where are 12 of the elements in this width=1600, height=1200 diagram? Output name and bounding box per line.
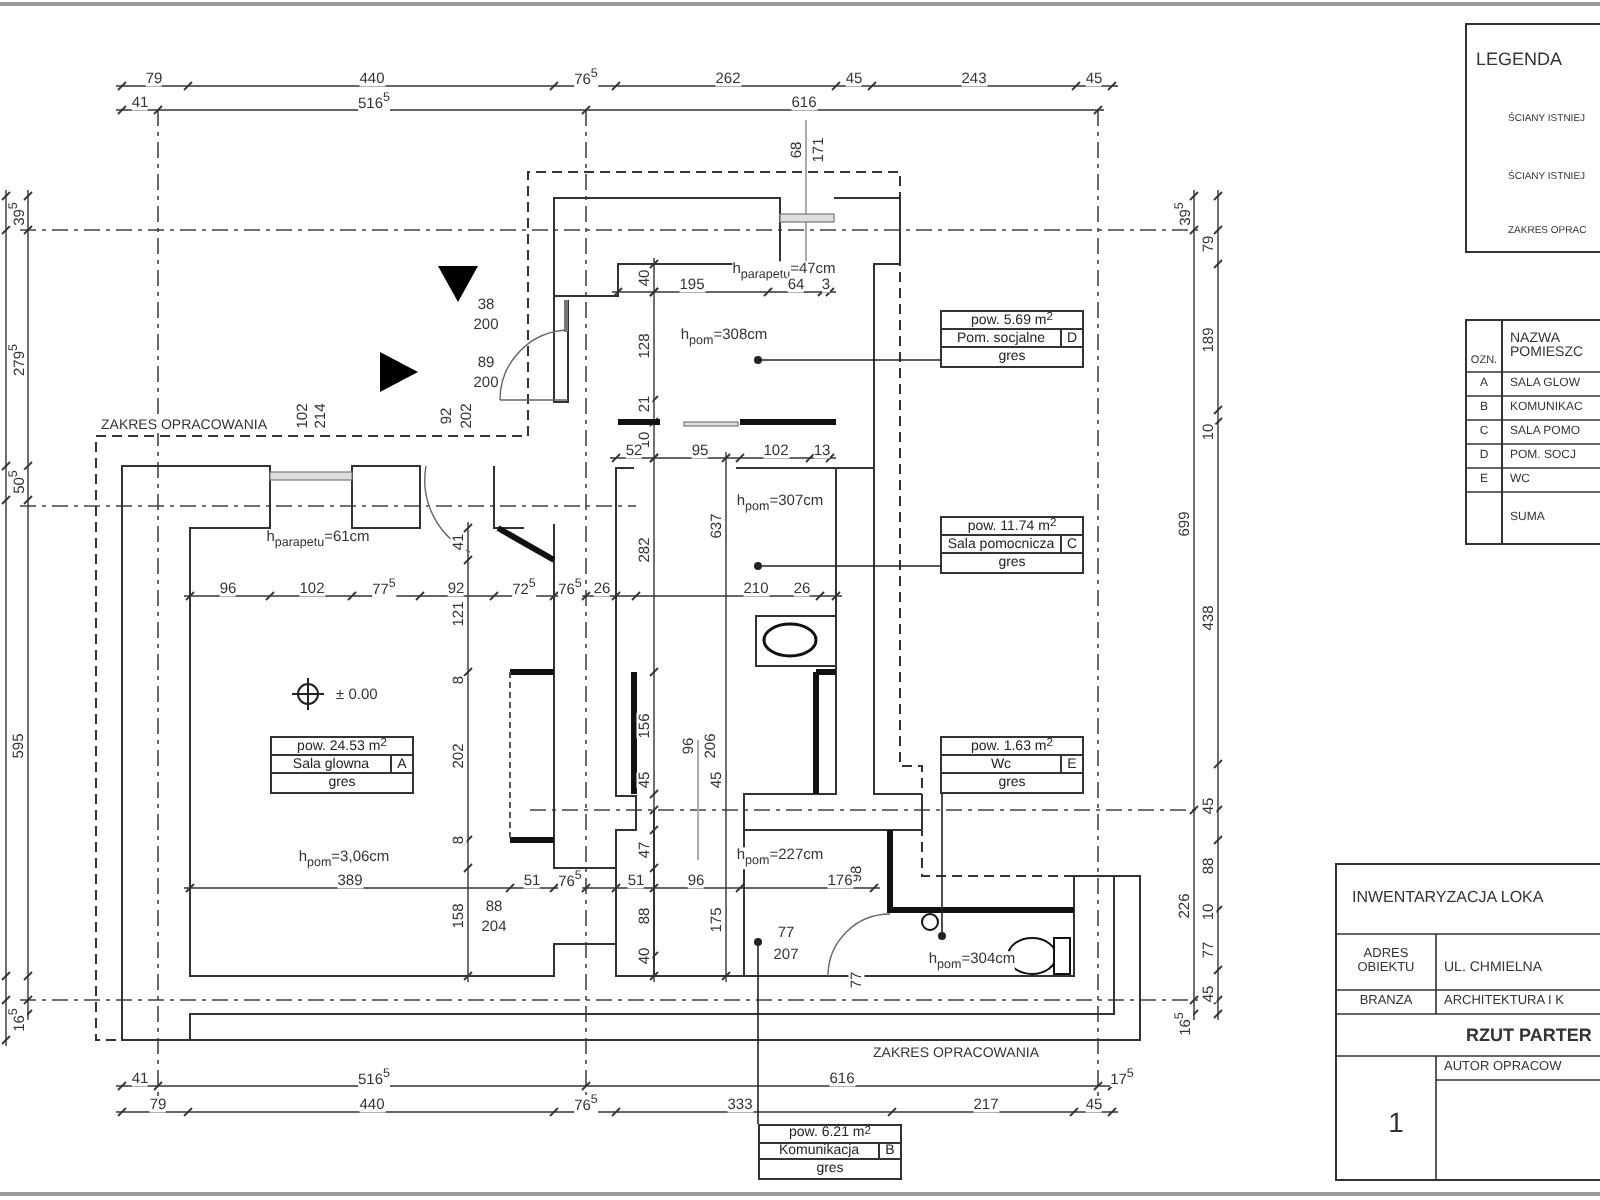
leader-dot — [754, 938, 762, 946]
leader-line — [761, 359, 941, 361]
drawing-title: RZUT PARTER — [1466, 1027, 1592, 1045]
project-title: INWENTARYZACJA LOKA — [1352, 890, 1544, 906]
leader-dot — [754, 356, 762, 364]
leader-line — [757, 945, 759, 1125]
leader-line — [941, 793, 943, 933]
leader-line — [761, 565, 941, 567]
legend-title: LEGENDA — [1476, 51, 1563, 69]
leader-dot — [938, 932, 946, 940]
title-block-text: 1 — [1388, 1108, 1404, 1136]
leader-dot — [754, 562, 762, 570]
